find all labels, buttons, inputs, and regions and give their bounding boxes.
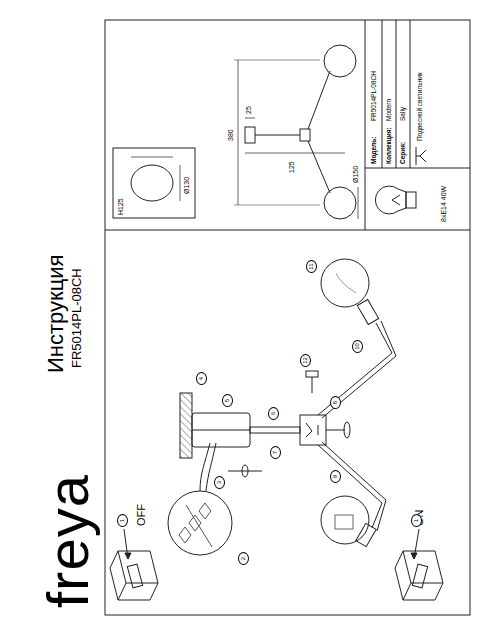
dimension: H125 (117, 198, 125, 215)
table-value: Sally (399, 107, 406, 121)
callout-number: 1 (411, 514, 422, 527)
model-code: FR5014PL-08CH (70, 268, 84, 368)
callout-number: 9 (330, 470, 341, 483)
dimension: Ø150 (352, 166, 360, 183)
table-value: FR5014PL-08CH (370, 71, 377, 121)
table-value: Modern (385, 99, 392, 121)
brand-logo: freya (36, 474, 100, 608)
callout-number: 10 (352, 340, 363, 353)
callout-number: 7 (270, 446, 281, 459)
lamp-spec: 8xE14 40W (440, 186, 448, 222)
table-key: Модель: (370, 137, 377, 164)
switch-state: OFF (135, 504, 147, 526)
dimension: 25 (245, 106, 253, 114)
table-key: Коллекция: (385, 127, 392, 164)
callout-number: 2 (238, 552, 249, 565)
callout-number: 12 (300, 354, 311, 367)
dimension: 380 (227, 129, 235, 141)
callout-number: 4 (196, 372, 207, 385)
callout-number: 8 (330, 396, 341, 409)
table-key: Серия: (399, 142, 406, 164)
page-frame (105, 20, 470, 615)
callout-number: 6 (268, 407, 279, 420)
dimension: Ø130 (183, 177, 191, 194)
callout-number: 1 (117, 514, 128, 527)
callout-number: 3 (214, 476, 225, 489)
sheet-title: Инструкция (44, 255, 68, 373)
product-type: Подвесной светильник (416, 72, 423, 141)
callout-number: 11 (306, 260, 317, 273)
callout-number: 5 (222, 394, 233, 407)
dimension: 125 (288, 161, 296, 173)
